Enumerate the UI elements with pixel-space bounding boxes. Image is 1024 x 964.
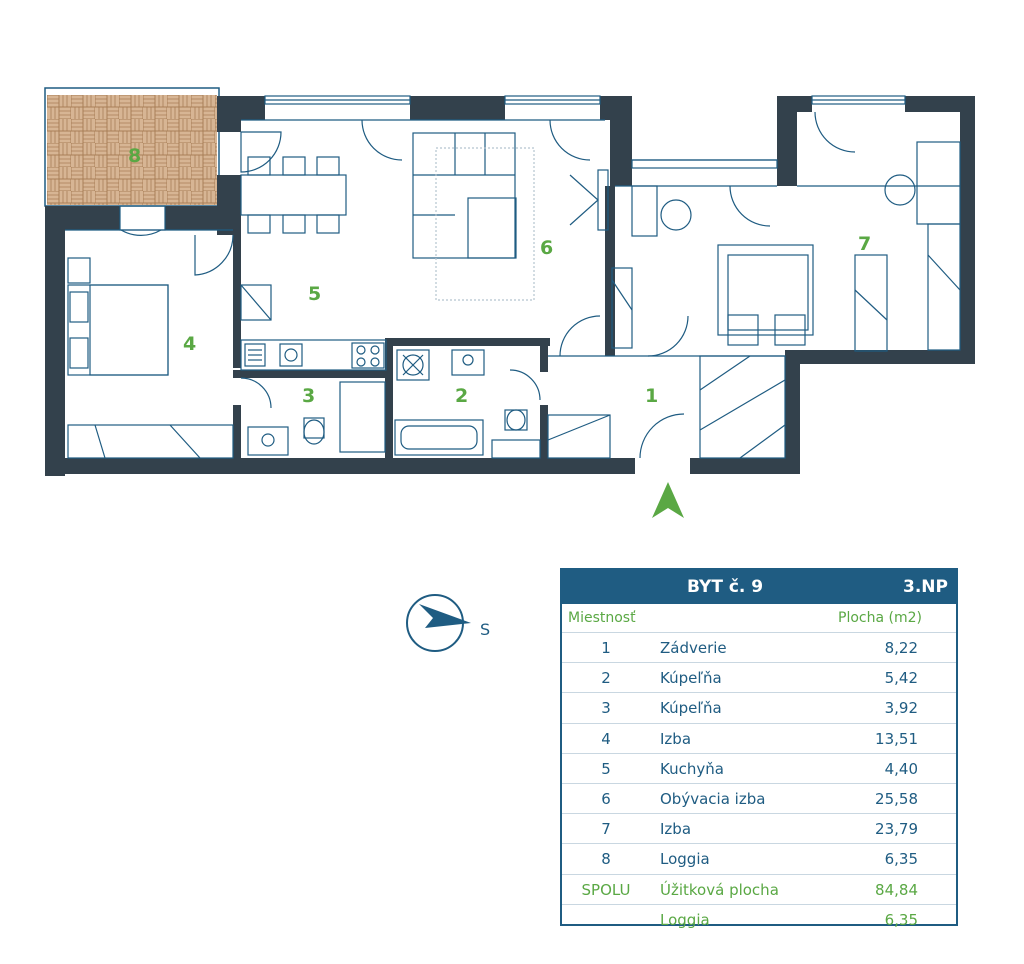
room-area: 13,51 <box>875 729 918 748</box>
room-number: 6 <box>601 789 611 808</box>
living-room-furniture <box>412 132 609 301</box>
table-row: 5 Kuchyňa 4,40 <box>562 754 956 784</box>
room-number: 2 <box>601 669 611 688</box>
column-room: Miestnosť <box>568 610 636 626</box>
total-row: SPOLU Úžitková plocha 84,84 <box>562 875 956 905</box>
table-row: 7 Izba 23,79 <box>562 814 956 845</box>
room-name: Kuchyňa <box>660 759 724 778</box>
table-column-headers: Miestnosť Plocha (m2) <box>562 604 956 633</box>
hall-furniture <box>547 355 786 459</box>
room-number-3: 3 <box>302 385 315 407</box>
loggia-floor <box>47 95 217 205</box>
total-label: SPOLU <box>581 880 631 899</box>
room-number-4: 4 <box>183 333 196 355</box>
outer-walls <box>45 96 975 476</box>
compass-label: S <box>480 620 491 639</box>
room-name: Kúpeľňa <box>660 699 722 718</box>
room-number: 5 <box>601 759 611 778</box>
dining-table <box>240 156 347 234</box>
room-number: 4 <box>601 729 611 748</box>
table-header: BYT č. 9 3.NP <box>562 570 956 604</box>
room-area: 5,42 <box>884 669 918 688</box>
kitchen-counter <box>240 284 387 371</box>
table-row: 8 Loggia 6,35 <box>562 844 956 875</box>
area-table: BYT č. 9 3.NP Miestnosť Plocha (m2) 1 Zá… <box>560 568 958 929</box>
total-name: Úžitková plocha <box>660 880 779 899</box>
room-number: 8 <box>601 850 611 869</box>
bathroom-3-furniture <box>247 381 386 456</box>
table-row: 4 Izba 13,51 <box>562 724 956 754</box>
loggia-total-row: Loggia 6,35 <box>562 905 956 934</box>
room-number-8: 8 <box>128 145 141 167</box>
room-number: 3 <box>601 699 611 718</box>
column-area: Plocha (m2) <box>838 610 922 626</box>
room-area: 25,58 <box>875 789 918 808</box>
bathroom-2-furniture <box>394 349 541 459</box>
floor-plan: 1 2 3 4 5 6 7 8 <box>44 87 975 518</box>
room-name: Loggia <box>660 850 710 869</box>
table-row: 2 Kúpeľňa 5,42 <box>562 663 956 694</box>
apartment-title: BYT č. 9 <box>687 577 764 597</box>
room-number-6: 6 <box>540 237 553 259</box>
room-number: 1 <box>601 639 611 657</box>
room-name: Izba <box>660 729 692 748</box>
room-area: 23,79 <box>875 820 918 839</box>
total-area: 84,84 <box>875 880 918 899</box>
room-number-2: 2 <box>455 385 468 407</box>
room-name: Kúpeľňa <box>660 669 722 688</box>
table-row: 3 Kúpeľňa 3,92 <box>562 693 956 724</box>
compass-icon <box>406 594 471 652</box>
room-area: 3,92 <box>884 699 918 718</box>
room-area: 4,40 <box>884 759 918 778</box>
floor-label: 3.NP <box>903 577 948 597</box>
room-number-5: 5 <box>308 283 321 305</box>
loggia-total-area: 6,35 <box>884 910 918 929</box>
room-number: 7 <box>601 820 611 839</box>
table-row: 6 Obývacia izba 25,58 <box>562 784 956 815</box>
loggia-total-name: Loggia <box>660 910 710 929</box>
table-row: 1 Zádverie 8,22 <box>562 633 956 664</box>
room-name: Obývacia izba <box>660 789 766 808</box>
room-number-1: 1 <box>645 385 658 407</box>
bedroom-7-furniture <box>611 141 961 352</box>
room-area: 8,22 <box>884 639 918 657</box>
room-name: Izba <box>660 820 692 839</box>
interior-lines <box>65 95 960 357</box>
room-name: Zádverie <box>660 639 727 657</box>
room-number-7: 7 <box>858 233 871 255</box>
room-area: 6,35 <box>884 850 918 869</box>
bedroom-4-furniture <box>67 257 234 459</box>
door-swings <box>120 111 856 459</box>
entrance-arrow <box>652 482 684 518</box>
